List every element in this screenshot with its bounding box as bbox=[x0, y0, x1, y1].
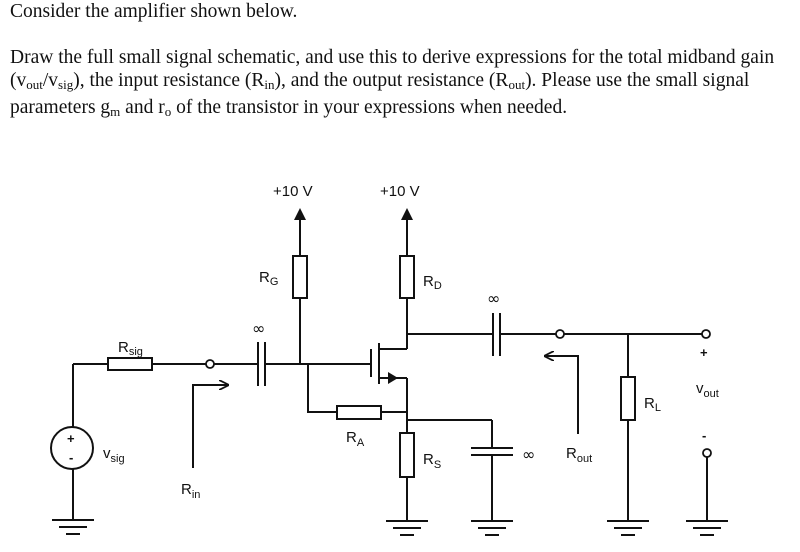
infinity-icon: ∞ bbox=[487, 289, 500, 308]
task-paragraph: Draw the full small signal schematic, an… bbox=[10, 46, 795, 123]
rs-resistor bbox=[399, 432, 415, 478]
vsig-minus: - bbox=[69, 450, 73, 465]
ground-icon bbox=[607, 520, 649, 536]
rout-subscript: out bbox=[508, 77, 526, 92]
rsig-label: Rsig bbox=[118, 339, 143, 358]
ground-icon bbox=[386, 520, 428, 536]
rout-arrow-icon bbox=[545, 356, 579, 434]
supply-arrow-icon bbox=[401, 208, 413, 220]
output-node-terminal bbox=[555, 329, 565, 339]
task-text: /v bbox=[42, 70, 59, 91]
vsig-source: + - vsig bbox=[50, 364, 125, 520]
vsig-label: vsig bbox=[103, 445, 125, 465]
rsig-resistor bbox=[107, 357, 153, 371]
task-text: ), the input resistance (R bbox=[73, 70, 265, 91]
infinity-icon: ∞ bbox=[252, 319, 265, 338]
rin-subscript: in bbox=[264, 77, 275, 92]
task-text: and r bbox=[120, 97, 165, 118]
ra-resistor bbox=[336, 405, 382, 420]
rl-label: RL bbox=[644, 395, 661, 414]
rg-label: RG bbox=[259, 269, 278, 288]
input-coupling-capacitor: ∞ bbox=[252, 319, 266, 386]
vout-minus-terminal bbox=[702, 448, 712, 458]
gate-supply-label: +10 V bbox=[273, 183, 313, 200]
vsig-plus: + bbox=[67, 431, 75, 446]
task-text: of the transistor in your expressions wh… bbox=[171, 97, 568, 118]
gm-subscript: m bbox=[110, 104, 121, 119]
rd-resistor bbox=[399, 255, 415, 299]
drain-supply-label: +10 V bbox=[380, 183, 420, 200]
rin-label: Rin bbox=[181, 481, 200, 501]
rs-label: RS bbox=[423, 451, 441, 471]
rg-resistor bbox=[292, 255, 308, 299]
vout-plus-terminal bbox=[701, 329, 711, 339]
ro-subscript: o bbox=[164, 104, 172, 119]
task-text: ). Please use the small signal parameter… bbox=[10, 70, 750, 118]
supply-arrow-icon bbox=[294, 208, 306, 220]
bypass-capacitor: ∞ bbox=[471, 445, 535, 464]
rin-arrow-icon bbox=[192, 385, 228, 468]
ground-icon bbox=[686, 520, 728, 536]
vout-minus: - bbox=[702, 428, 706, 443]
vout-subscript: out bbox=[26, 77, 43, 92]
rout-label: Rout bbox=[566, 445, 592, 465]
vout-plus: + bbox=[700, 345, 708, 360]
rl-resistor bbox=[620, 376, 636, 421]
input-terminal bbox=[205, 359, 215, 369]
vout-label: vout bbox=[696, 380, 719, 400]
vsig-subscript: sig bbox=[58, 77, 74, 92]
task-text: ), and the output resistance (R bbox=[274, 70, 509, 91]
ground-icon bbox=[52, 519, 94, 535]
intro-line: Consider the amplifier shown below. bbox=[10, 1, 298, 22]
mosfet-transistor-icon bbox=[370, 343, 407, 384]
output-coupling-capacitor: ∞ bbox=[487, 289, 501, 356]
task-text: Draw the full small signal schematic, an… bbox=[10, 47, 775, 91]
ra-label: RA bbox=[346, 429, 365, 449]
ground-icon bbox=[471, 520, 513, 536]
infinity-icon: ∞ bbox=[522, 445, 535, 464]
question-text: Consider the amplifier shown below. Draw… bbox=[10, 0, 795, 123]
rd-label: RD bbox=[423, 273, 442, 292]
